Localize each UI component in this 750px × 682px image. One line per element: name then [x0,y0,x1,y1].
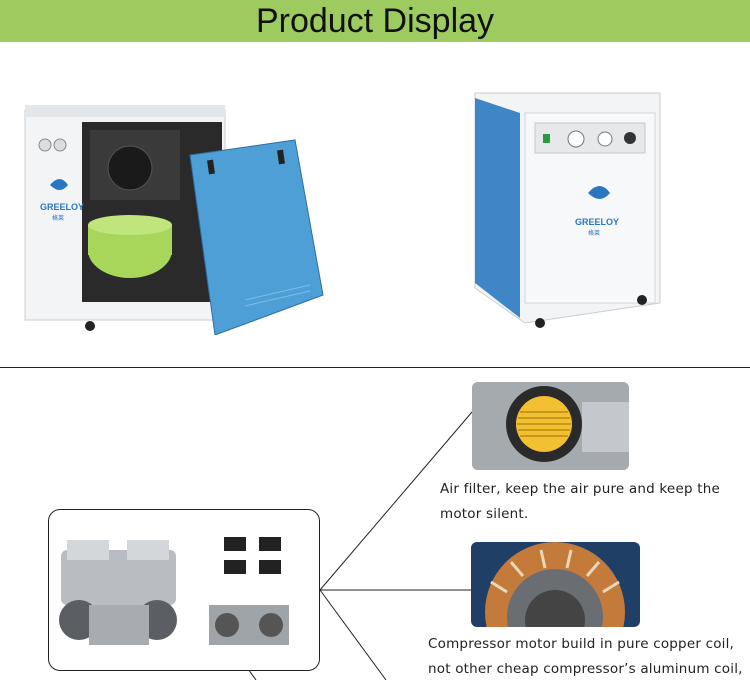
pump-photo [59,537,289,645]
svg-text:格莱: 格莱 [52,214,64,222]
page-title: Product Display [255,2,495,40]
greeloy-logo: GREELOY 格莱 [40,179,84,222]
section-divider [0,367,750,368]
title-banner: Product Display [0,0,750,42]
caption-line: not other cheap compressor’s aluminum co… [428,661,743,677]
closed-cabinet-photo: GREELOY 格莱 [474,92,661,328]
copper-coil-caption: Compressor motor build in pure copper co… [428,632,750,682]
caption-line: Compressor motor build in pure copper co… [428,636,735,652]
copper-coil-photo [471,542,640,627]
svg-text:GREELOY: GREELOY [575,217,619,227]
svg-text:格莱: 格莱 [588,229,600,237]
svg-text:GREELOY: GREELOY [40,202,84,212]
pump-detail-panel [48,509,320,671]
caption-line: Air filter, keep the air pure and keep t… [440,481,720,497]
air-filter-caption: Air filter, keep the air pure and keep t… [440,477,740,527]
greeloy-logo: GREELOY 格莱 [575,186,619,237]
air-filter-photo [472,382,629,470]
open-cabinet-photo: GREELOY 格莱 [24,105,324,335]
caption-line: motor silent. [440,506,529,522]
